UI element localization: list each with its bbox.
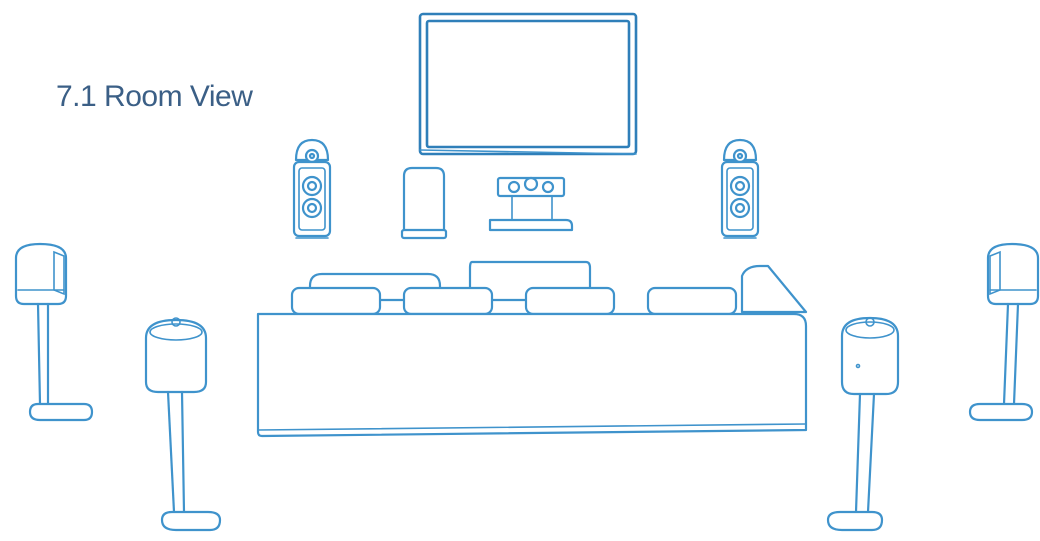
surround-speaker-icon: [970, 244, 1038, 420]
center-speaker-icon: [490, 178, 572, 230]
surround-speaker-icon: [146, 318, 220, 530]
front-right-speaker-icon: [722, 140, 758, 238]
surround-speaker-icon: [16, 244, 92, 420]
front-left-speaker-icon: [294, 140, 330, 238]
sofa-icon: [258, 262, 806, 436]
tv-icon: [420, 14, 636, 154]
surround-speaker-icon: [828, 318, 898, 530]
subwoofer-icon: [402, 168, 446, 238]
